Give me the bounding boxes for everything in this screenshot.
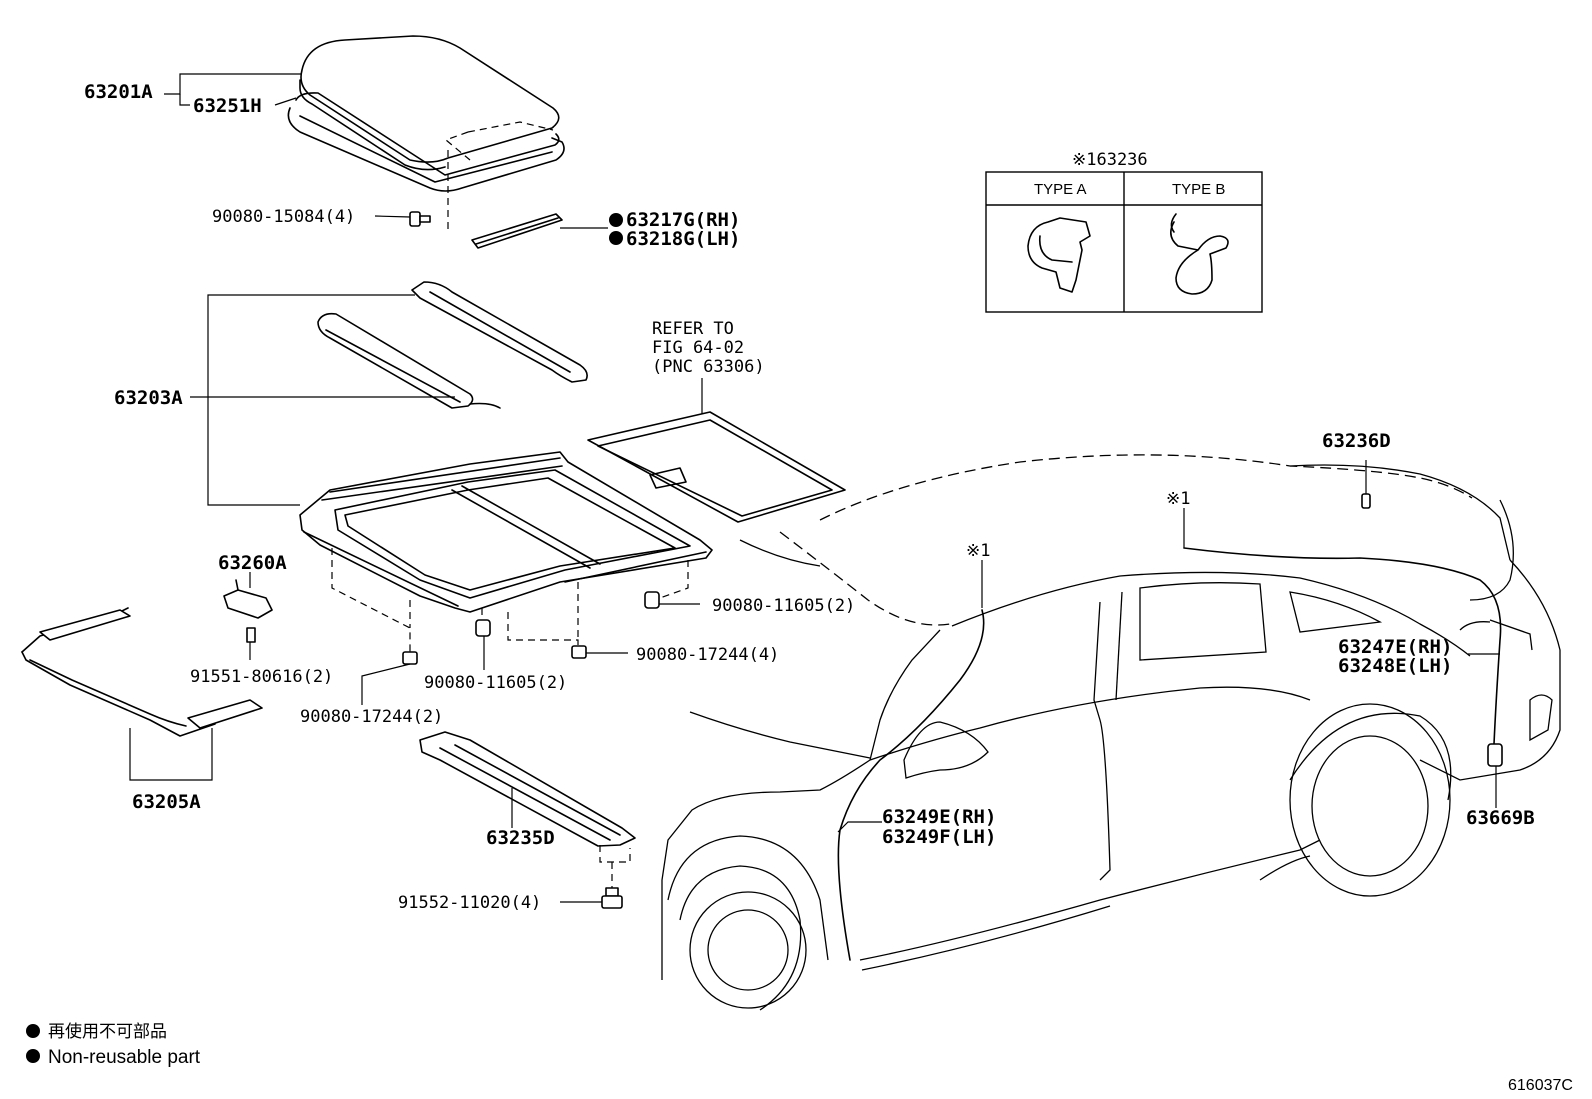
car-outline (661, 454, 1561, 1011)
legend-non-reusable-icon (26, 1049, 40, 1063)
glass-screw[interactable] (409, 211, 431, 227)
label-90080-17244-4: 90080-17244(4) (636, 645, 779, 665)
label-91551-80616: 91551-80616(2) (190, 667, 333, 687)
non-reusable-icon (609, 231, 623, 245)
reinforcement-bolt[interactable] (601, 887, 623, 909)
label-90080-11605-lh: 90080-11605(2) (424, 673, 567, 693)
note-1-front: ※1 (966, 541, 990, 561)
clip-63236D[interactable] (1361, 493, 1371, 509)
label-63217G: 63217G(RH) (626, 209, 740, 231)
label-63203A: 63203A (114, 387, 183, 409)
drain-grommet-63669B[interactable] (1487, 743, 1503, 767)
clip-type-table (985, 171, 1263, 313)
sunshade-panel[interactable] (587, 411, 846, 523)
figure-id: 616037C (1508, 1077, 1573, 1094)
drive-cable-assembly[interactable] (21, 607, 263, 737)
housing-bolt-lh[interactable] (475, 619, 491, 637)
drain-hose-front[interactable] (837, 609, 985, 961)
label-90080-15084: 90080-15084(4) (212, 207, 355, 227)
weatherstrip[interactable] (471, 213, 563, 249)
label-63247E: 63247E(RH) (1338, 636, 1452, 658)
sunshade-rail-lower[interactable] (317, 312, 501, 409)
note-1-rear: ※1 (1166, 489, 1190, 509)
housing-nut-rh[interactable] (571, 645, 587, 659)
type-a-header: TYPE A (1034, 181, 1087, 198)
housing-nut-lh[interactable] (402, 651, 418, 665)
drain-hose-rear[interactable] (1183, 547, 1502, 745)
label-63260A: 63260A (218, 552, 287, 574)
label-63235D: 63235D (486, 827, 555, 849)
legend-japanese: 再使用不可部品 (48, 1021, 167, 1041)
housing-bolt-rh[interactable] (644, 591, 660, 609)
label-63669B: 63669B (1466, 807, 1535, 829)
label-63249F: 63249F(LH) (882, 826, 996, 848)
refer-line-1: REFER TO (652, 319, 734, 339)
legend-non-reusable-icon (26, 1024, 40, 1038)
sunroof-motor[interactable] (223, 579, 273, 643)
label-91552-11020: 91552-11020(4) (398, 893, 541, 913)
legend-english: Non-reusable part (48, 1047, 201, 1068)
label-63249E: 63249E(RH) (882, 806, 996, 828)
label-63205A: 63205A (132, 791, 201, 813)
sunroof-housing[interactable] (299, 451, 713, 613)
label-63248E: 63248E(LH) (1338, 655, 1452, 677)
label-63218G: 63218G(LH) (626, 228, 740, 250)
refer-line-2: FIG 64-02 (652, 338, 744, 358)
sunshade-rail-upper[interactable] (411, 281, 588, 383)
non-reusable-icon (609, 213, 623, 227)
label-63236: ※163236 (1072, 150, 1148, 170)
sunroof-glass-panel[interactable] (287, 35, 565, 192)
type-b-header: TYPE B (1172, 181, 1225, 198)
roof-reinforcement[interactable] (419, 731, 636, 847)
refer-line-3: (PNC 63306) (652, 357, 765, 377)
label-63201A: 63201A (84, 81, 153, 103)
label-90080-17244-2: 90080-17244(2) (300, 707, 443, 727)
label-63236D: 63236D (1322, 430, 1391, 452)
label-90080-11605-rh: 90080-11605(2) (712, 596, 855, 616)
clip-type-a-icon (1027, 217, 1091, 293)
label-63251H: 63251H (193, 95, 262, 117)
clip-type-b-icon (1170, 213, 1229, 295)
